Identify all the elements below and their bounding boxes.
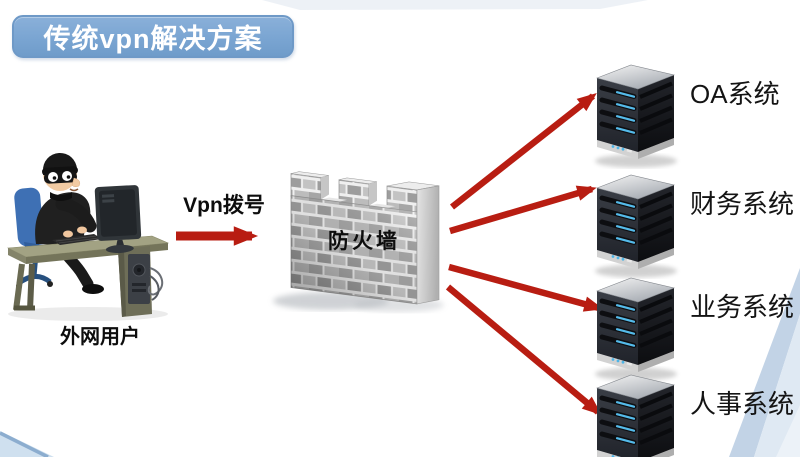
server-icon [591,56,679,168]
server-row-finance: 财务系统 [591,166,800,280]
firewall-label: 防火墙 [328,230,400,253]
page-title: 传统vpn解决方案 [43,24,263,54]
server-label-finance: 财务系统 [690,189,795,219]
arrow-firewall-to-finance [449,185,597,235]
arrow-firewall-to-hr [445,284,602,416]
arrow-firewall-to-oa [449,92,597,210]
server-row-oa: OA系统 [591,56,800,170]
arrow-firewall-to-business [448,263,604,312]
server-icon [591,366,679,457]
firewall-icon brick-wall-icon [273,171,444,312]
server-icon [591,269,679,381]
server-row-hr: 人事系统 [591,366,800,457]
server-label-business: 业务系统 [690,292,795,322]
server-label-oa: OA系统 [690,79,780,109]
external-user-illustration hacker-at-desk-icon [6,152,170,321]
title-banner: 传统vpn解决方案 [12,15,294,58]
server-row-business: 业务系统 [591,269,800,383]
server-icon [591,166,679,278]
vpn-dial-label: Vpn拨号 [183,194,265,217]
server-label-hr: 人事系统 [690,389,795,419]
external-user-label: 外网用户 [60,326,140,348]
